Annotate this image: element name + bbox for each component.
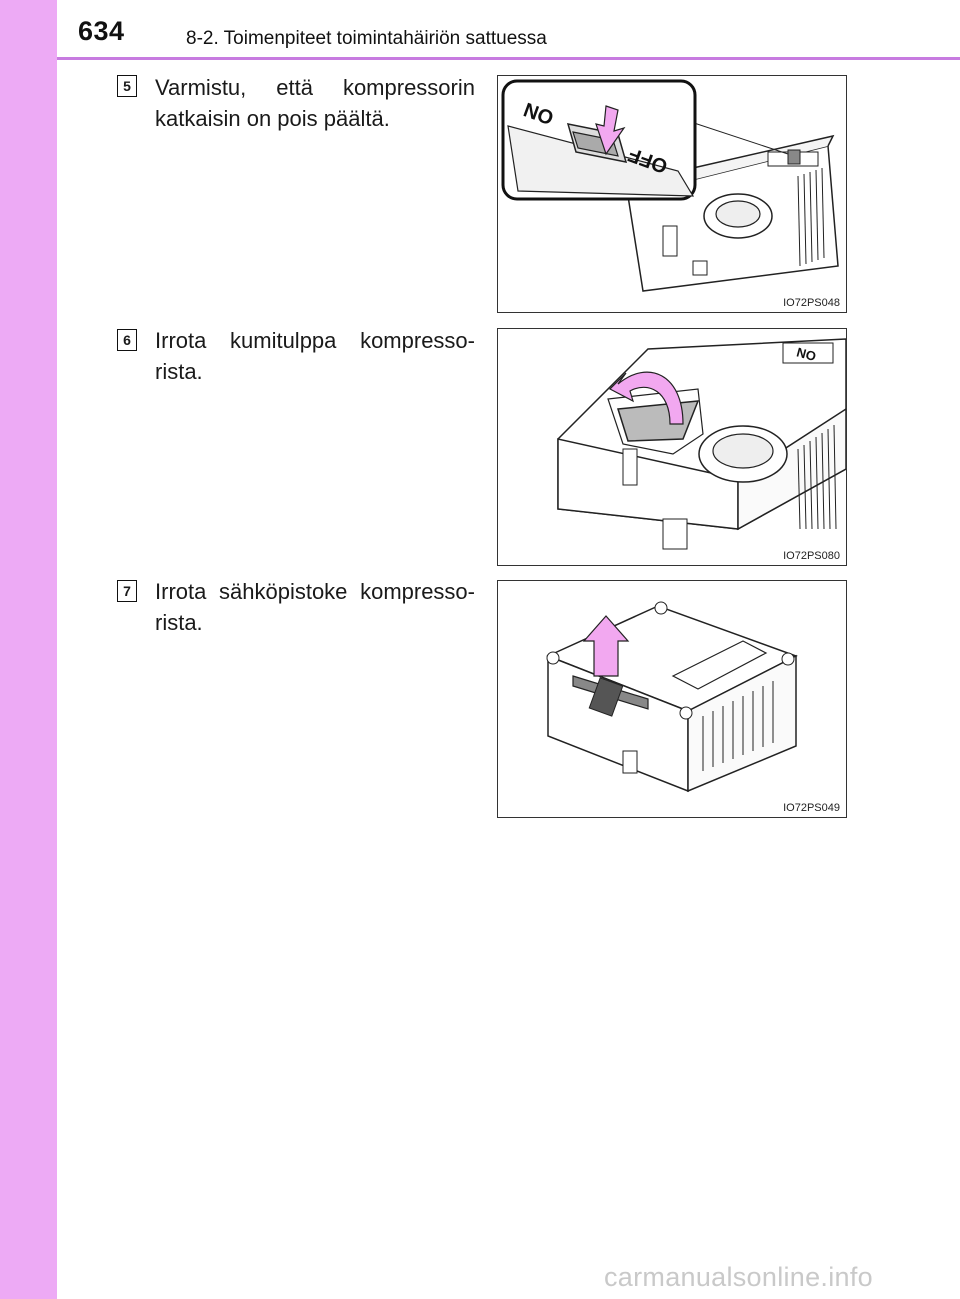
page-header [57,0,960,57]
step-number-6: 6 [117,329,137,351]
step-6-text: Irrota kumitulppa kompresso-rista. [155,328,475,384]
figure-code: IO72PS080 [783,550,840,562]
step-number-7: 7 [117,580,137,602]
section-title: 8-2. Toimenpiteet toimintahäiriön sattue… [186,28,547,49]
chapter-side-bar [0,0,57,1299]
watermark-text: carmanualsonline.info [604,1262,873,1292]
rubber-cap-illustration: ON [557,338,846,550]
figure-switch-off: ON OFF IO72PS048 [497,75,847,313]
step-7-text: Irrota sähköpistoke kompresso-rista. [155,579,475,635]
figure-code: IO72PS048 [783,297,840,309]
page-number: 634 [78,16,125,46]
switch-label-on: ON [795,345,818,365]
figure-rubber-cap: ON IO72PS080 [497,328,847,566]
figure-code: IO72PS049 [783,802,840,814]
figure-power-plug: IO72PS049 [497,580,847,818]
step-5-text: Varmistu, että kompressorin katkaisin on… [155,75,475,131]
power-plug-illustration [546,601,798,793]
step-number-5: 5 [117,75,137,97]
compressor-switch-illustration: ON OFF [501,79,839,292]
header-rule [57,57,960,60]
